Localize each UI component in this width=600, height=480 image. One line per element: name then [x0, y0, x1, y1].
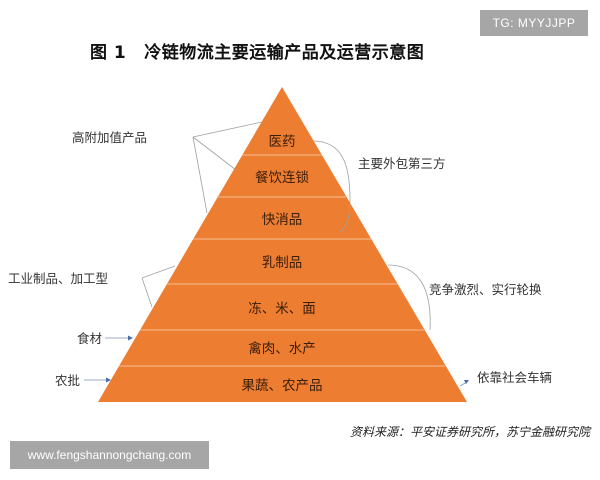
bracket-industrial — [141, 265, 176, 308]
layer-label-produce: 果蔬、农产品 — [242, 378, 323, 394]
source-citation: 资料来源：平安证券研究所，苏宁金融研究院 — [349, 425, 590, 439]
annotation-outsourced: 主要外包第三方 — [358, 156, 446, 171]
pyramid-shape — [98, 87, 467, 402]
annotation-high-value: 高附加值产品 — [72, 130, 147, 145]
layer-label-fmcg: 快消品 — [262, 212, 303, 228]
annotation-ingredients: 食材 — [77, 331, 102, 346]
bracket-high-value — [192, 121, 263, 214]
layer-dividers — [119, 154, 445, 367]
layer-label-meat: 禽肉、水产 — [248, 340, 316, 357]
annotation-competitive: 竞争激烈、实行轮换 — [429, 282, 542, 297]
arrow-head-icon — [106, 377, 111, 383]
figure-number: 图 1 — [90, 43, 127, 63]
layer-label-pharma: 医药 — [269, 134, 296, 150]
layer-label-catering: 餐饮连锁 — [255, 170, 309, 186]
figure-title: 图 1 冷链物流主要运输产品及运营示意图 — [90, 38, 424, 63]
annotation-social-vehicles: 依靠社会车辆 — [477, 370, 552, 385]
figure-title-text: 冷链物流主要运输产品及运营示意图 — [144, 43, 425, 63]
annotation-wholesale: 农批 — [55, 373, 80, 388]
layer-label-dairy: 乳制品 — [262, 255, 303, 271]
bracket-competitive — [387, 264, 431, 331]
bracket-outsourced — [312, 140, 351, 233]
annotation-industrial: 工业制品、加工型 — [8, 271, 108, 286]
arrow-head-icon — [464, 380, 469, 384]
watermark-tag: TG: MYYJJPP — [480, 10, 588, 36]
arrow-head-icon — [128, 335, 133, 341]
website-watermark: www.fengshannongchang.com — [10, 441, 209, 469]
layer-label-frozen: 冻、米、面 — [248, 301, 316, 317]
